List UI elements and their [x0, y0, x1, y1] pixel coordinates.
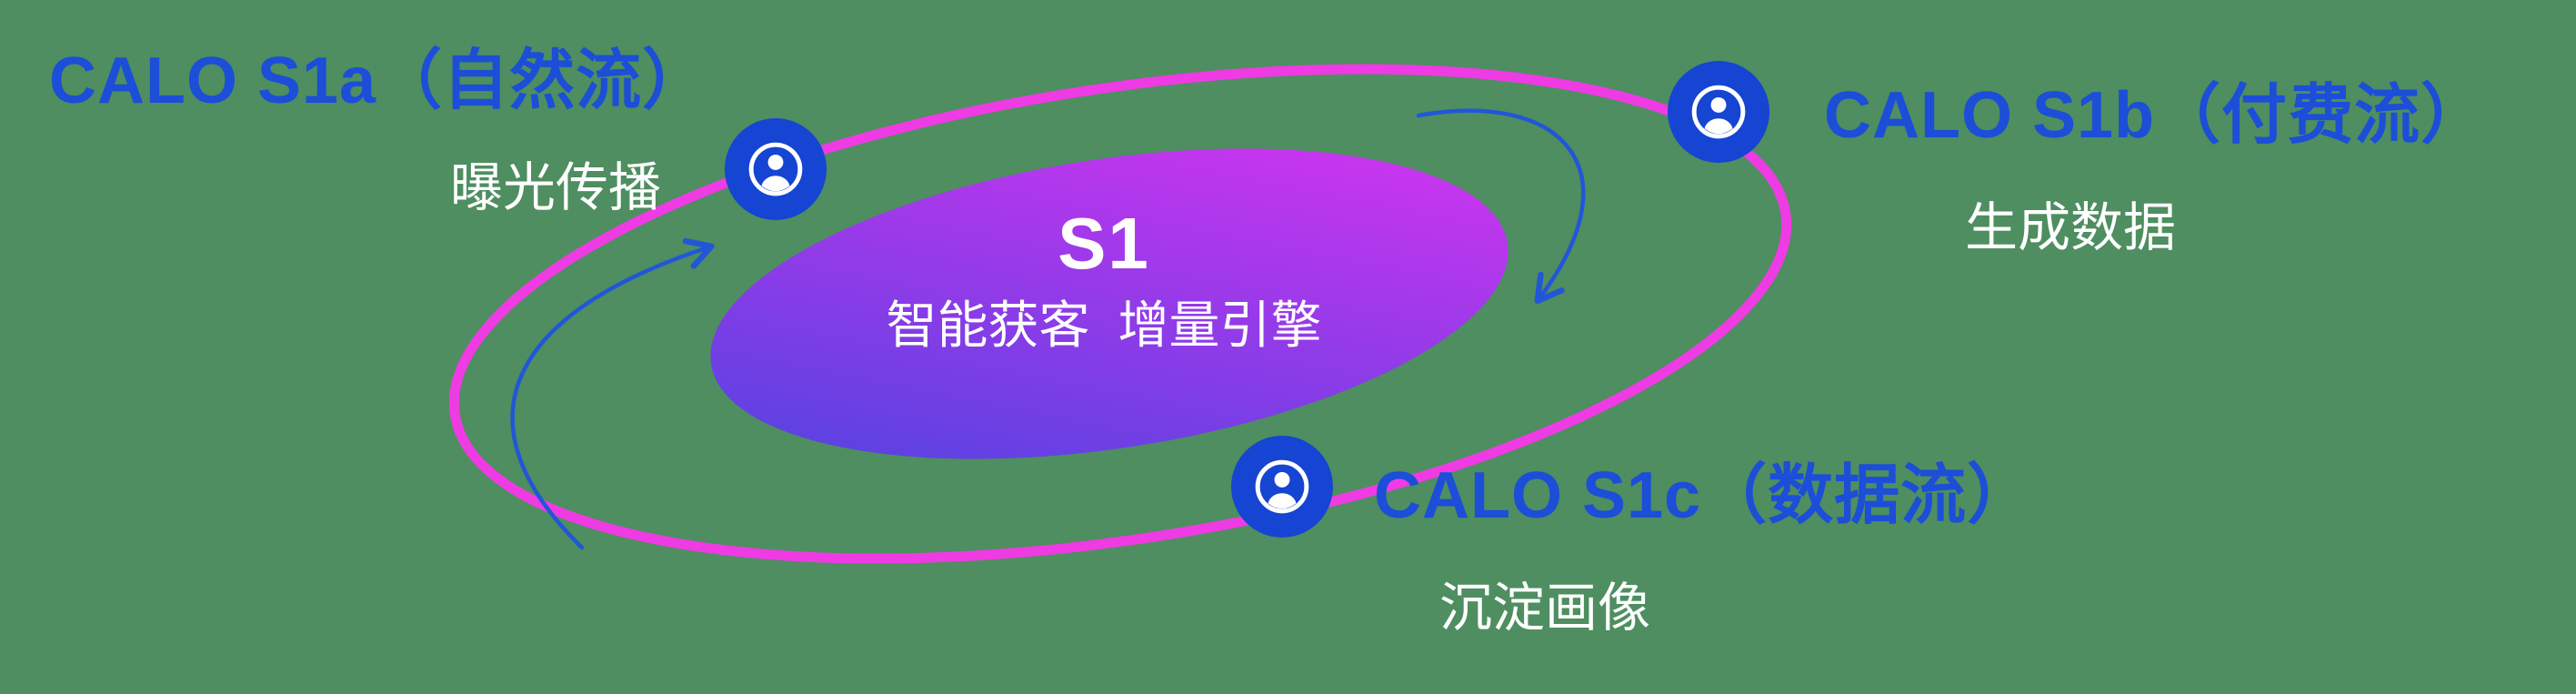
core-subtitle: 智能获客 增量引擎 — [886, 297, 1322, 354]
user-in-circle-icon — [1250, 455, 1314, 518]
core-label-group: S1 智能获客 增量引擎 — [831, 207, 1377, 351]
node-subtitle-s1c: 沉淀画像 — [1439, 578, 1651, 638]
node-subtitle-s1b: 生成数据 — [1965, 198, 2177, 257]
flow-arrow-right — [1416, 108, 1586, 305]
core-ellipse — [710, 148, 1509, 459]
orbit-ring — [448, 64, 1792, 564]
user-in-circle-icon — [1687, 80, 1750, 144]
flow-arrow-left — [510, 237, 715, 550]
core-title: S1 — [1057, 203, 1150, 284]
node-badge-s1a — [725, 118, 827, 220]
node-title-s1a: CALO S1a（自然流） — [49, 45, 709, 117]
node-badge-s1b — [1668, 61, 1769, 163]
node-title-s1c: CALO S1c（数据流） — [1374, 459, 2034, 532]
node-subtitle-s1a: 曝光传播 — [450, 158, 662, 217]
node-title-s1b: CALO S1b（付费流） — [1824, 79, 2488, 152]
node-badge-s1c — [1231, 436, 1333, 538]
user-in-circle-icon — [744, 137, 807, 201]
